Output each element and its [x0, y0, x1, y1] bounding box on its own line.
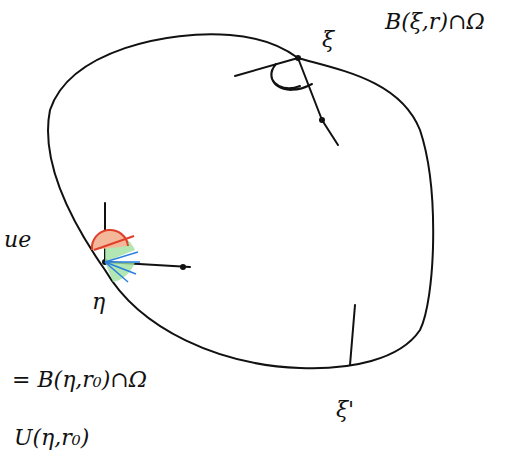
math-label: ue: [4, 228, 31, 252]
math-label: ξ: [322, 28, 334, 52]
math-label: = B(η,r₀)∩Ω: [12, 368, 147, 392]
domain-boundary: [48, 34, 433, 368]
blue-hatch: [105, 252, 140, 282]
math-label: ξ': [336, 398, 354, 422]
math-label: B(ξ,r)∩Ω: [385, 10, 485, 34]
point: [180, 264, 186, 270]
point: [295, 55, 301, 61]
green-region: [105, 262, 135, 282]
point: [319, 117, 325, 123]
math-label: η: [92, 290, 105, 314]
ball-arcs: [271, 64, 312, 90]
red-line: [94, 236, 134, 250]
ball-lines: [235, 58, 338, 145]
math-label: U(η,r₀): [14, 426, 89, 450]
boundary-tick: [350, 305, 355, 365]
